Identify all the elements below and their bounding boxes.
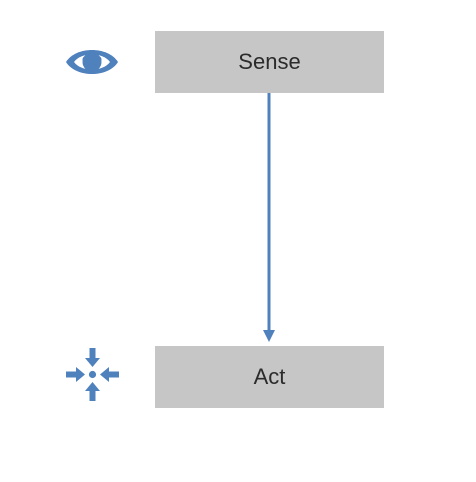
act-label: Act xyxy=(253,364,286,389)
eye-icon xyxy=(64,44,120,80)
sense-label: Sense xyxy=(238,49,301,74)
sense-node: Sense xyxy=(155,31,384,93)
compress-arrows-icon xyxy=(65,347,120,402)
act-node: Act xyxy=(155,346,384,408)
